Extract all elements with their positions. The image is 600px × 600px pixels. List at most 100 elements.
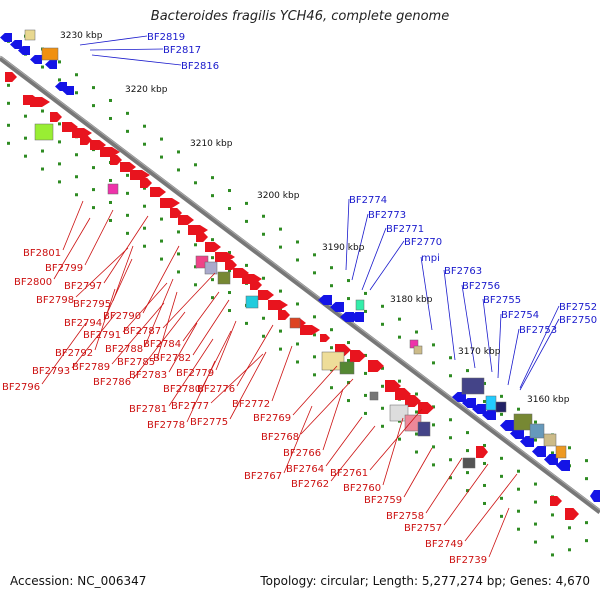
gene-label-red: BF2794 — [64, 318, 102, 329]
gene-labels: BF2819BF2817BF2816BF2774BF2773BF2771BF27… — [2, 32, 597, 566]
gene-label-red: BF2766 — [283, 448, 321, 459]
gene-arrow — [330, 302, 344, 312]
gene-block — [41, 47, 59, 61]
gene-arrow — [0, 33, 12, 42]
gene-arrow — [258, 290, 274, 300]
gene-label-red: BF2762 — [291, 479, 329, 490]
gene-block — [513, 413, 533, 431]
gene-arrow — [590, 490, 600, 502]
gene-arrow — [250, 280, 262, 290]
gene-arrow — [405, 395, 421, 407]
gene-block — [217, 271, 231, 285]
kbp-tick-label: 3160 kbp — [527, 395, 570, 405]
gene-label-red: BF2780 — [163, 384, 201, 395]
gene-label-red: BF2793 — [32, 366, 70, 377]
gene-label-red: BF2789 — [72, 362, 110, 373]
gene-arrow — [80, 135, 92, 145]
gene-label-red: BF2786 — [93, 377, 131, 388]
gene-label-blue: BF2816 — [181, 61, 219, 72]
gene-label-red: BF2801 — [23, 248, 61, 259]
gene-arrow — [45, 60, 57, 69]
gene-arrow — [10, 40, 22, 49]
gene-arrow — [62, 86, 74, 95]
gene-label-red: BF2785 — [117, 357, 155, 368]
map-title: Bacteroides fragilis YCH46, complete gen… — [150, 9, 450, 24]
gene-block — [245, 295, 259, 309]
gene-block — [389, 404, 409, 422]
gene-arrow — [320, 334, 330, 342]
gene-arrow — [278, 310, 290, 320]
gene-block — [413, 345, 423, 355]
gene-arrow — [482, 410, 496, 420]
gene-arrow — [544, 454, 558, 465]
gene-block — [24, 29, 36, 41]
gene-arrow — [472, 404, 486, 414]
gene-arrow — [50, 112, 62, 122]
kbp-tick-label: 3180 kbp — [390, 295, 433, 305]
gene-label-red: BF2797 — [64, 281, 102, 292]
gene-arrow — [350, 312, 364, 322]
gene-arrow — [30, 97, 50, 107]
gene-arrow — [318, 295, 332, 305]
gene-label-red: BF2788 — [105, 344, 143, 355]
gene-arrow — [30, 55, 42, 64]
accession-label: Accession: NC_006347 — [10, 574, 147, 588]
gene-label-red: BF2749 — [425, 539, 463, 550]
gene-arrow — [160, 198, 180, 208]
genome-backbone — [0, 56, 600, 514]
gene-arrow — [196, 232, 208, 242]
gene-arrow — [476, 446, 488, 458]
gene-label-blue: BF2763 — [444, 266, 482, 277]
label-leader-lines — [41, 35, 560, 558]
gene-block — [485, 395, 497, 411]
gene-arrow — [18, 46, 30, 55]
gene-block — [107, 183, 119, 195]
gene-label-blue: BF2770 — [404, 237, 442, 248]
gene-label-red: BF2795 — [73, 299, 111, 310]
gene-arrow — [532, 446, 546, 457]
gene-block — [417, 421, 431, 437]
gene-block — [543, 433, 557, 447]
gene-block — [289, 317, 301, 329]
gene-arrow — [520, 436, 534, 447]
genome-summary: Topology: circular; Length: 5,277,274 bp… — [260, 574, 590, 588]
gene-arrow — [462, 398, 476, 408]
gene-block — [204, 261, 218, 275]
gene-label-red: BF2787 — [123, 326, 161, 337]
gene-arrow — [510, 428, 524, 439]
gene-block — [339, 361, 355, 375]
gene-label-blue: BF2756 — [462, 281, 500, 292]
gene-label-blue: BF2754 — [501, 310, 539, 321]
kbp-tick-label: 3190 kbp — [322, 243, 365, 253]
gene-label-blue: BF2753 — [519, 325, 557, 336]
gene-label-red: BF2800 — [14, 277, 52, 288]
gene-arrow — [300, 325, 320, 335]
gene-arrow — [100, 147, 120, 157]
gene-label-blue: BF2817 — [163, 45, 201, 56]
gene-label-red: BF2790 — [103, 311, 141, 322]
gene-label-red: BF2759 — [364, 495, 402, 506]
gene-label-blue: BF2773 — [368, 210, 406, 221]
gene-label-red: BF2775 — [190, 417, 228, 428]
gene-arrow — [110, 155, 122, 165]
gene-label-red: BF2760 — [343, 483, 381, 494]
gene-arrow — [130, 170, 150, 180]
gene-arrow — [550, 496, 562, 506]
gene-label-red: BF2784 — [143, 339, 181, 350]
gene-block — [529, 423, 545, 439]
gene-label-blue: BF2752 — [559, 302, 597, 313]
kbp-tick-label: 3220 kbp — [125, 85, 168, 95]
gene-label-red: BF2739 — [449, 555, 487, 566]
kbp-tick-label: 3230 kbp — [60, 31, 103, 41]
gene-arrow — [215, 252, 235, 262]
gene-label-red: BF2783 — [129, 370, 167, 381]
gene-label-red: BF2761 — [330, 468, 368, 479]
gene-label-red: BF2757 — [404, 523, 442, 534]
gene-arrow — [268, 300, 288, 310]
gene-label-red: BF2769 — [253, 413, 291, 424]
gene-label-red: BF2782 — [153, 353, 191, 364]
kbp-tick-label: 3210 kbp — [190, 139, 233, 149]
gene-label-red: BF2776 — [197, 384, 235, 395]
gene-block — [369, 391, 379, 401]
